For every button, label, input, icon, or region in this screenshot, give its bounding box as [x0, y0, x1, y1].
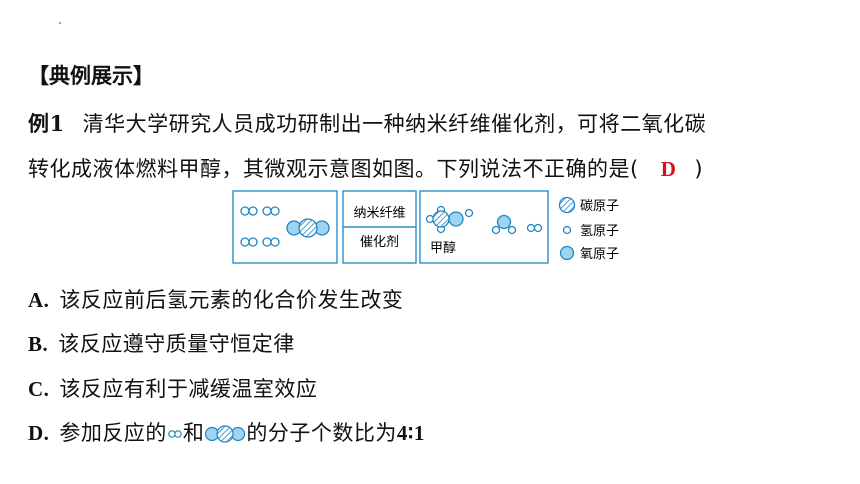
product-label: 甲醇: [430, 240, 456, 256]
question-text-2-suffix: ): [694, 157, 704, 181]
hydrogen-molecule-icon: [526, 223, 543, 233]
question-text-2: 转化成液体燃料甲醇，其微观示意图如图。下列说法不正确的是(: [28, 157, 639, 181]
option-letter: C.: [28, 377, 50, 401]
hydrogen-molecule-icon: [240, 237, 258, 247]
small-circle-icon: [562, 225, 572, 235]
reaction-diagram: 纳米纤维 催化剂 甲醇 碳原子 氢原子 氧原子: [232, 190, 619, 264]
answer-badge: D: [660, 157, 677, 181]
option-b: B. 该反应遵守质量守恒定律: [28, 328, 295, 358]
methanol-molecule-icon: [425, 205, 474, 234]
option-text-suffix: 的分子个数比为: [246, 421, 397, 445]
option-letter: D.: [28, 421, 50, 445]
decorative-dot: [59, 22, 61, 24]
option-text: 该反应有利于减缓温室效应: [59, 377, 318, 401]
water-molecule-icon: [491, 214, 517, 235]
option-d: D. 参加反应的和 的分子个数比为4∶1: [28, 417, 425, 447]
section-heading: 【典例展示】: [28, 64, 154, 88]
option-letter: B.: [28, 332, 49, 356]
catalyst-label-2: 催化剂: [360, 235, 399, 250]
option-text: 该反应前后氢元素的化合价发生改变: [59, 288, 404, 312]
hydrogen-molecule-icon: [262, 237, 280, 247]
option-a: A. 该反应前后氢元素的化合价发生改变: [28, 284, 403, 314]
catalyst-label-1: 纳米纤维: [353, 206, 405, 221]
legend-carbon-label: 碳原子: [580, 199, 619, 214]
option-letter: A.: [28, 288, 50, 312]
option-text-mid: 和: [182, 421, 205, 445]
question-line-2: 转化成液体燃料甲醇，其微观示意图如图。下列说法不正确的是( D): [28, 153, 703, 183]
legend-hydrogen-label: 氢原子: [580, 224, 619, 239]
option-text-prefix: 参加反应的: [59, 421, 167, 445]
ratio-value: 4∶1: [396, 421, 425, 445]
question-number: 例1: [28, 111, 65, 136]
reactants-frame: [232, 190, 338, 264]
legend-oxygen-label: 氧原子: [580, 247, 619, 262]
question-line-1: 例1 清华大学研究人员成功研制出一种纳米纤维催化剂，可将二氧化碳: [28, 108, 706, 138]
question-text-1: 清华大学研究人员成功研制出一种纳米纤维催化剂，可将二氧化碳: [82, 112, 707, 136]
hydrogen-molecule-icon: [240, 206, 258, 216]
blue-circle-icon: [559, 245, 575, 261]
carbon-dioxide-molecule-icon: [286, 218, 330, 238]
option-text: 该反应遵守质量守恒定律: [58, 332, 295, 356]
carbon-dioxide-molecule-icon: [205, 425, 246, 443]
hatched-circle-icon: [558, 196, 576, 214]
hydrogen-molecule-icon: [168, 430, 182, 438]
hydrogen-molecule-icon: [262, 206, 280, 216]
option-c: C. 该反应有利于减缓温室效应: [28, 373, 317, 403]
products-frame: [419, 190, 549, 264]
